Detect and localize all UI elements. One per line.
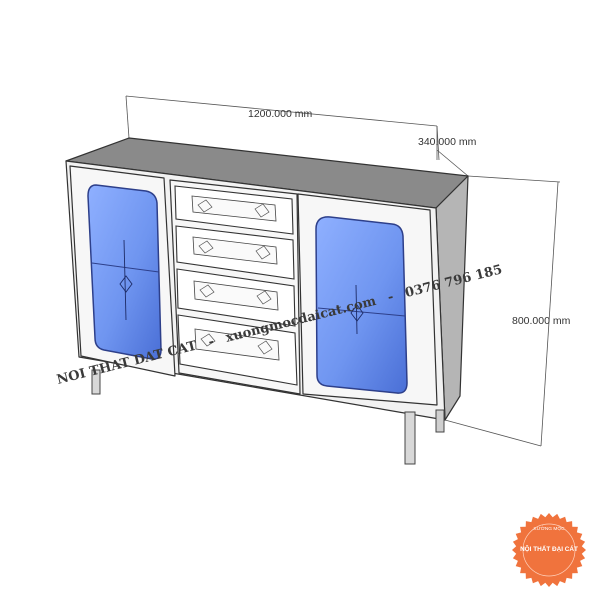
right-motif-diamond xyxy=(350,304,364,322)
drawer-4-ornament-right xyxy=(257,340,273,355)
logo-line-1: XƯỞNG MỘC xyxy=(533,525,565,532)
left-motif-stem xyxy=(123,239,127,321)
drawer-3-plate xyxy=(193,280,279,311)
width-dimension-label: 1200.000 mm xyxy=(248,108,312,120)
logo-inner-ring xyxy=(522,523,576,577)
leg-front-left xyxy=(91,369,101,395)
depth-dimension-line xyxy=(436,149,469,177)
depth-dimension xyxy=(436,126,469,177)
drawer-2-plate xyxy=(192,236,278,265)
drawer-3-ornament-left xyxy=(199,284,215,298)
drawer-3-ornament-right xyxy=(256,290,272,305)
drawer-plates xyxy=(191,195,280,361)
leg-front-right xyxy=(404,411,416,465)
drawer-2-ornament-left xyxy=(198,240,214,254)
width-dimension-line xyxy=(125,95,438,127)
drawer-1-plate xyxy=(191,195,277,222)
glass-motifs xyxy=(119,239,364,335)
right-motif-stem xyxy=(355,284,358,335)
drawer-plate-ornaments xyxy=(197,199,273,355)
height-dimension-line xyxy=(540,181,559,447)
logo-line-2: NỘI THẤT ĐẠI CÁT xyxy=(520,543,578,553)
height-extension-bottom xyxy=(444,419,542,447)
drawer-4-ornament-left xyxy=(200,333,216,347)
width-extension-left xyxy=(125,95,130,139)
watermark-separator-1: - xyxy=(207,334,216,350)
height-extension-top xyxy=(467,175,561,183)
drawer-1-ornament-left xyxy=(197,199,213,213)
drawer-4-plate xyxy=(194,328,280,361)
left-inner-shelf xyxy=(91,262,160,273)
leg-back-right xyxy=(435,409,445,433)
left-motif-diamond xyxy=(119,275,133,293)
legs xyxy=(91,369,445,465)
right-door-glass xyxy=(315,216,408,394)
depth-dimension-label: 340.000 mm xyxy=(418,136,477,148)
height-dimension xyxy=(444,175,561,447)
right-inner-shelf xyxy=(317,307,406,317)
drawer-2-ornament-right xyxy=(255,245,271,260)
drawer-1-ornament-right xyxy=(254,203,270,218)
watermark-separator-2: - xyxy=(386,290,395,306)
brand-logo: XƯỞNG MỘC NỘI THẤT ĐẠI CÁT xyxy=(512,513,586,587)
height-dimension-label: 800.000 mm xyxy=(512,315,571,327)
